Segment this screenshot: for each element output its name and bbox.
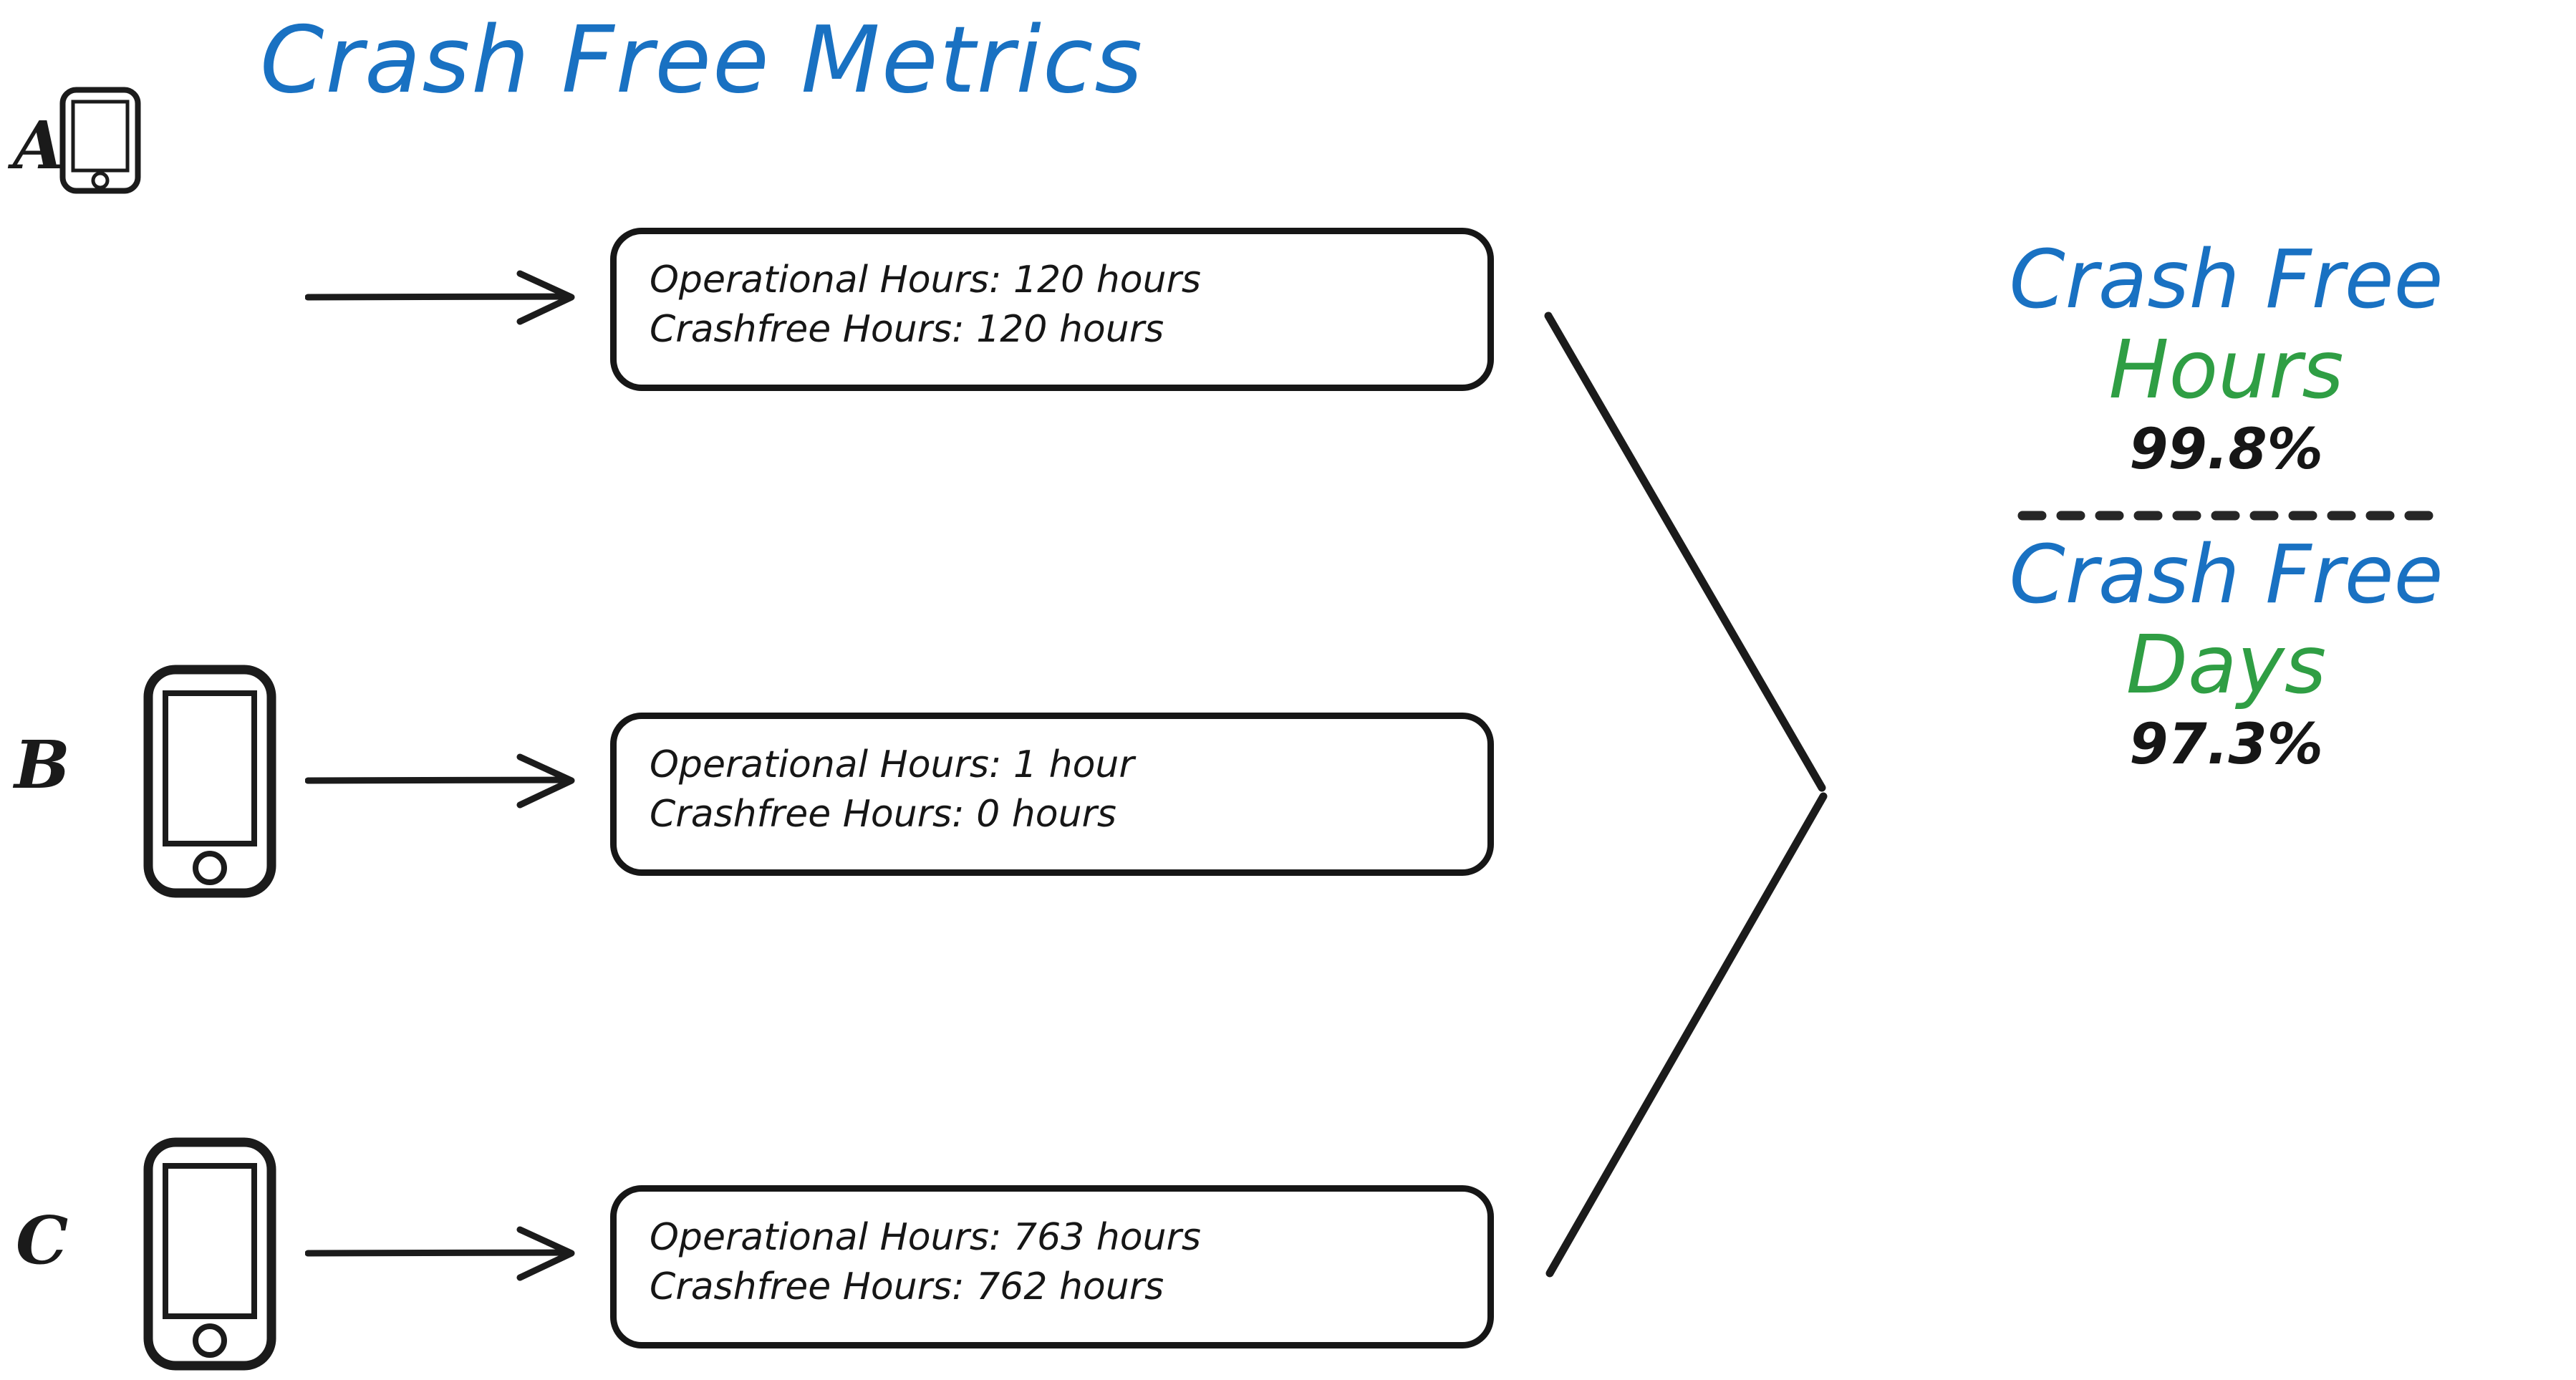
metric-crash-free-days: Crash Free Days 97.3% — [1876, 531, 2576, 779]
flow-arrow-a — [304, 265, 592, 332]
metric-box-c: Operational Hours: 763 hours Crashfree H… — [610, 1185, 1494, 1348]
metric-crash-free-hours: Crash Free Hours 99.8% — [1876, 236, 2576, 484]
device-label-a: A — [13, 107, 64, 184]
metric-box-b: Operational Hours: 1 hour Crashfree Hour… — [610, 713, 1494, 876]
mobile-phone-icon — [143, 665, 276, 901]
summary-panel: Crash Free Hours 99.8% Crash Free Days 9… — [1876, 236, 2576, 778]
device-label-b: B — [14, 726, 70, 804]
crashfree-hours-c: Crashfree Hours: 762 hours — [650, 1265, 1164, 1308]
converging-bracket — [1518, 286, 1848, 1306]
crash-free-days-title: Crash Free — [2009, 528, 2444, 622]
flow-arrow-c — [304, 1221, 592, 1288]
mobile-phone-icon — [59, 86, 142, 198]
operational-hours-b: Operational Hours: 1 hour — [650, 743, 1134, 786]
crash-free-hours-title: Crash Free — [2009, 233, 2444, 327]
crashfree-hours-b: Crashfree Hours: 0 hours — [650, 792, 1117, 836]
flow-arrow-b — [304, 748, 592, 816]
metric-box-a: Operational Hours: 120 hours Crashfree H… — [610, 228, 1494, 391]
crash-free-hours-value: 99.8% — [2129, 417, 2323, 482]
crash-free-days-unit: Days — [2126, 618, 2327, 712]
page-title: Crash Free Metrics — [260, 7, 1144, 114]
device-label-c: C — [16, 1202, 69, 1279]
crash-free-hours-unit: Hours — [2108, 324, 2344, 418]
crashfree-hours-a: Crashfree Hours: 120 hours — [650, 307, 1164, 351]
mobile-phone-icon — [143, 1137, 276, 1374]
operational-hours-c: Operational Hours: 763 hours — [650, 1216, 1201, 1259]
operational-hours-a: Operational Hours: 120 hours — [650, 259, 1201, 301]
crash-free-days-value: 97.3% — [2129, 712, 2323, 777]
